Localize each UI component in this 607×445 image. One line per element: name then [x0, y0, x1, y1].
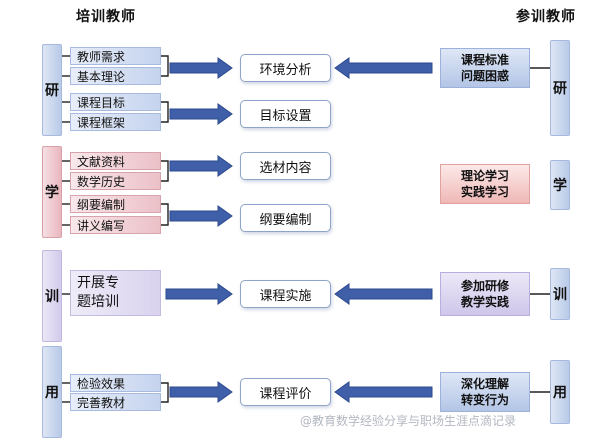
- arrow-right-yan-2: [169, 103, 233, 125]
- trainer-header: 培训教师: [76, 9, 136, 25]
- item-literature: 文献资料: [70, 152, 161, 170]
- item-improve-materials: 完善教材: [70, 393, 161, 411]
- arrow-right-xue-1: [169, 155, 233, 177]
- box-outline-compile: 纲要编制: [240, 204, 331, 232]
- section-yan-bar: 研: [42, 44, 62, 136]
- box-goal-setting: 目标设置: [240, 100, 331, 128]
- arrow-right-xue-2: [169, 205, 233, 227]
- item-special-training: 开展专 题培训: [70, 270, 161, 316]
- section-yong-bar: 用: [42, 346, 62, 438]
- box-select-content: 选材内容: [240, 152, 331, 180]
- item-course-framework: 课程框架: [70, 113, 161, 131]
- arrow-right-yong: [169, 381, 233, 403]
- right-box-standards: 课程标准 问题困惑: [440, 48, 530, 88]
- arrow-left-yan: [334, 57, 433, 79]
- right-xue-bar: 学: [550, 160, 570, 210]
- right-box-learning: 理论学习 实践学习: [440, 164, 530, 204]
- arrow-right-xun: [165, 283, 233, 305]
- item-math-history: 数学历史: [70, 172, 161, 190]
- item-teacher-needs: 教师需求: [70, 47, 161, 65]
- trainee-header: 参训教师: [516, 9, 576, 25]
- box-course-implementation: 课程实施: [240, 280, 331, 308]
- right-box-research-practice: 参加研修 教学实践: [440, 272, 530, 316]
- arrow-right-yan-1: [169, 57, 233, 79]
- watermark-text: @教育数学经验分享与职场生涯点滴记录: [300, 414, 517, 428]
- arrow-left-yong: [334, 381, 433, 403]
- section-xun-bar: 训: [42, 250, 62, 342]
- right-box-deepen-understanding: 深化理解 转变行为: [440, 372, 530, 412]
- right-yong-bar: 用: [550, 360, 570, 424]
- box-course-evaluation: 课程评价: [240, 378, 331, 406]
- item-course-goals: 课程目标: [70, 93, 161, 111]
- arrow-left-xun: [334, 283, 433, 305]
- item-handout-writing: 讲义编写: [70, 216, 161, 234]
- box-environment-analysis: 环境分析: [240, 54, 331, 82]
- right-xun-bar: 训: [550, 268, 570, 320]
- item-outline-compile: 纲要编制: [70, 195, 161, 213]
- item-check-effect: 检验效果: [70, 374, 161, 392]
- section-xue-bar: 学: [42, 146, 62, 238]
- right-yan-bar: 研: [550, 40, 570, 136]
- item-basic-theory: 基本理论: [70, 67, 161, 85]
